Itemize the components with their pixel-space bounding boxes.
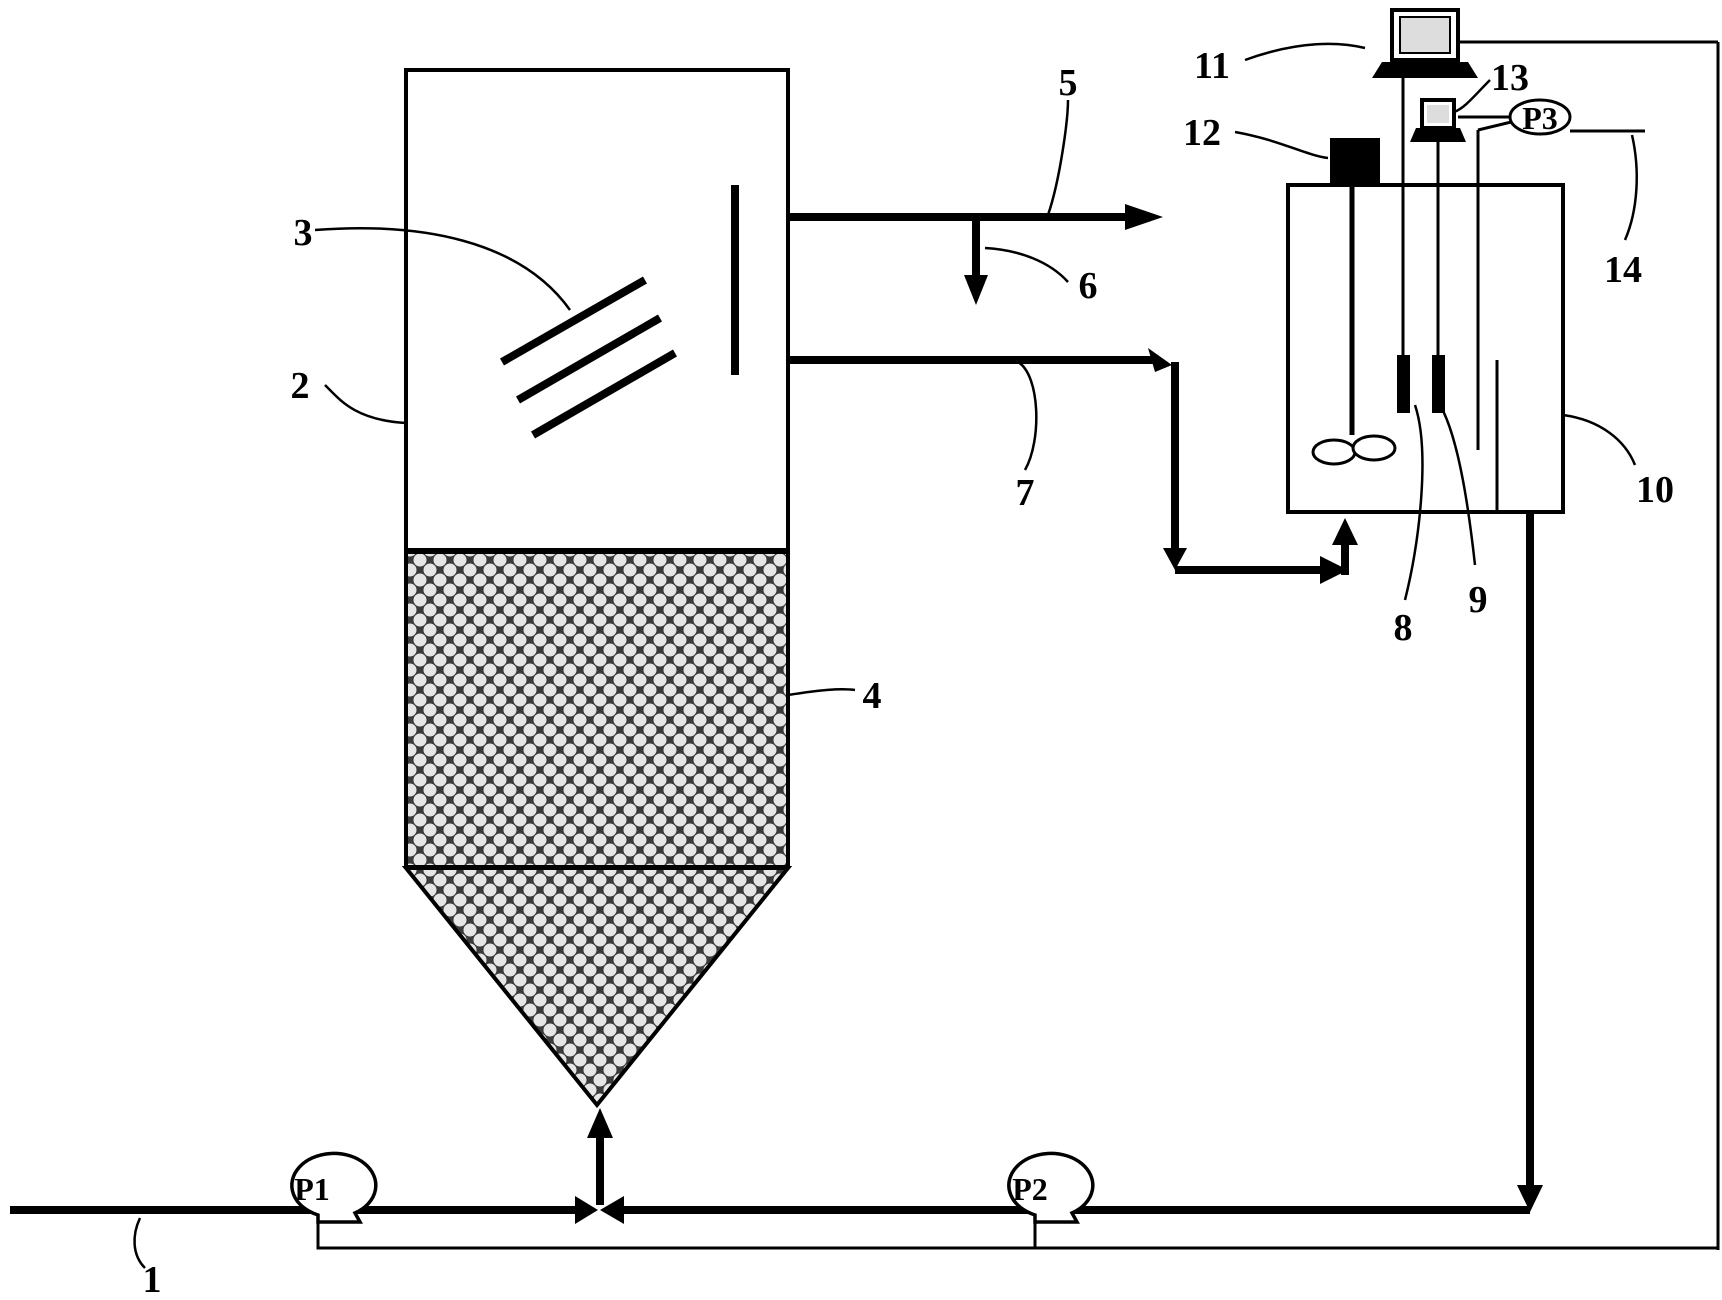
pump-p3: P3 bbox=[1508, 98, 1572, 136]
sensor-probe-8 bbox=[1397, 355, 1410, 413]
reactor bbox=[401, 68, 793, 1109]
settler-plate bbox=[500, 276, 647, 366]
leader-line bbox=[324, 384, 407, 425]
reactor-cone bbox=[401, 866, 793, 1109]
controller-icon bbox=[1410, 98, 1466, 142]
label-5: 5 bbox=[1059, 62, 1078, 104]
leader-line bbox=[1234, 130, 1329, 160]
label-4: 4 bbox=[863, 675, 882, 717]
control-signal-line bbox=[316, 1222, 1718, 1250]
leader-line bbox=[133, 1217, 146, 1269]
reactor-inlet bbox=[587, 1108, 613, 1205]
label-11: 11 bbox=[1194, 45, 1230, 87]
leader-line bbox=[787, 687, 856, 697]
label-2: 2 bbox=[291, 365, 310, 407]
leader-line bbox=[1244, 42, 1366, 62]
pump-p1: P1 bbox=[290, 1151, 378, 1224]
settler-plate bbox=[530, 349, 678, 439]
pump-p1-label: P1 bbox=[294, 1171, 330, 1207]
leader-line bbox=[1017, 360, 1038, 471]
label-9: 9 bbox=[1469, 579, 1488, 621]
influent-pipe bbox=[10, 1196, 598, 1224]
granular-sludge-bed bbox=[404, 550, 790, 869]
stirrer-motor bbox=[1330, 138, 1380, 184]
impeller-blade bbox=[1351, 434, 1397, 462]
pump-p2: P2 bbox=[1007, 1151, 1095, 1224]
label-6: 6 bbox=[1079, 265, 1098, 307]
leader-line bbox=[1403, 404, 1424, 601]
leader-line bbox=[1453, 79, 1491, 114]
label-13: 13 bbox=[1491, 57, 1529, 99]
discharge-branch bbox=[964, 217, 988, 305]
computer-icon bbox=[1372, 8, 1478, 78]
leader-line bbox=[1046, 99, 1070, 216]
impeller-blade bbox=[1311, 438, 1357, 466]
label-12: 12 bbox=[1183, 112, 1221, 154]
leader-line bbox=[314, 227, 572, 311]
pump-p3-label: P3 bbox=[1522, 100, 1558, 136]
monitoring-tank bbox=[1286, 55, 1565, 514]
label-3: 3 bbox=[294, 212, 313, 254]
leader-line bbox=[1623, 134, 1638, 241]
sensor-probe-9 bbox=[1432, 355, 1445, 413]
recycle-pipe bbox=[788, 348, 1358, 584]
leader-line bbox=[1562, 413, 1637, 466]
settler-plate bbox=[515, 314, 663, 404]
label-7: 7 bbox=[1016, 472, 1035, 514]
label-1: 1 bbox=[143, 1259, 162, 1300]
pump-p2-label: P2 bbox=[1012, 1171, 1048, 1207]
effluent-pipe bbox=[788, 204, 1163, 230]
label-10: 10 bbox=[1636, 469, 1674, 511]
leader-line bbox=[1438, 404, 1477, 566]
return-pipe bbox=[1517, 512, 1543, 1212]
label-14: 14 bbox=[1604, 249, 1642, 291]
leader-line bbox=[984, 246, 1069, 283]
label-8: 8 bbox=[1394, 607, 1413, 649]
